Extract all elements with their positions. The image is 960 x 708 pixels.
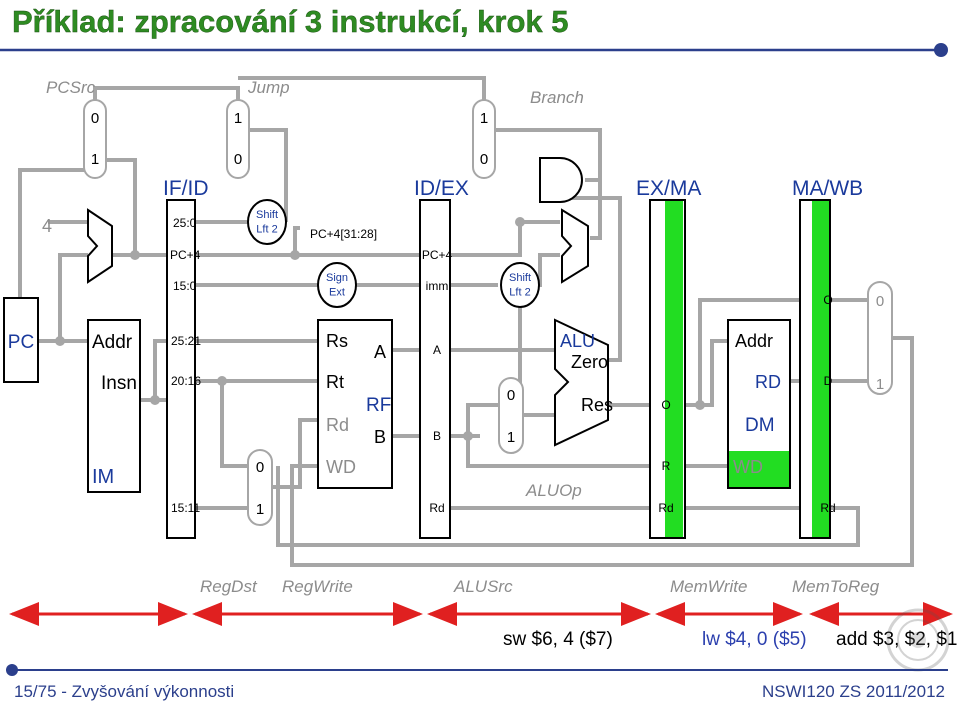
if-id-field: 15:11 [171, 501, 200, 515]
id-ex-register [419, 199, 451, 539]
mux-memtoreg-1: 1 [876, 376, 884, 393]
signal-regwrite: RegWrite [282, 577, 353, 596]
id-ex-field: Rd [429, 501, 444, 515]
ex-ma-active-bar [665, 201, 683, 537]
title-underline [0, 43, 948, 57]
if-id-field: 20:16 [171, 374, 201, 388]
im-insn: Insn [101, 373, 137, 394]
mux-memtoreg-0: 0 [876, 293, 884, 310]
signal-branch: Branch [530, 88, 584, 107]
signal-memtoreg: MemToReg [792, 577, 880, 596]
mux-alusrc: 0 1 [498, 377, 524, 454]
mux-regdst-1: 1 [256, 501, 264, 518]
rf-rd: Rd [326, 415, 349, 435]
rf-name: RF [366, 395, 391, 416]
signal-aluop: ALUOp [525, 481, 582, 500]
pc-register: PC [3, 297, 39, 383]
branch-adder [561, 208, 589, 284]
university-seal-icon [886, 608, 950, 672]
rf-a: A [374, 342, 386, 362]
data-memory: Addr RD DM WD [727, 319, 791, 489]
id-ex-field: A [433, 343, 441, 357]
mux-jump-0: 0 [234, 151, 242, 168]
signal-memwrite: MemWrite [670, 577, 747, 596]
pc-adder [87, 208, 113, 284]
stage-ma-wb: MA/WB [792, 177, 863, 200]
mux-alusrc-0: 0 [507, 387, 515, 404]
constant-four: 4 [42, 216, 52, 236]
datapath-wires [18, 76, 914, 567]
alu: ALU Zero Res [554, 318, 613, 447]
mux-regdst: 0 1 [247, 449, 273, 526]
mux-pcsrc-1: 1 [91, 151, 99, 168]
dm-rd: RD [755, 372, 781, 392]
stage-ex-ma: EX/MA [636, 177, 701, 200]
signal-pcsrc: PCSrc [46, 78, 96, 97]
signal-jump: Jump [247, 78, 290, 97]
im-name: IM [92, 466, 114, 488]
instruction-ex: sw $6, 4 ($7) [503, 629, 613, 650]
rf-wd: WD [326, 457, 356, 477]
mux-branch-1: 1 [480, 110, 488, 127]
id-ex-field: B [433, 429, 441, 443]
pc-high-label: PC+4[31:28] [310, 227, 377, 241]
ma-wb-field: D [824, 374, 833, 388]
ma-wb-field: Rd [820, 501, 835, 515]
slide-title: Příklad: zpracování 3 instrukcí, krok 5 [12, 4, 569, 39]
instruction-ma: lw $4, 0 ($5) [702, 629, 807, 650]
signal-regdst: RegDst [200, 577, 258, 596]
mux-alusrc-1: 1 [507, 429, 515, 446]
if-id-register [166, 199, 196, 539]
ma-wb-active-bar [812, 201, 829, 537]
wire-junctions [55, 217, 705, 441]
dm-addr: Addr [735, 331, 773, 351]
if-id-field: 25:21 [171, 334, 201, 348]
mux-jump: 1 0 [226, 99, 250, 179]
alu-res: Res [581, 395, 613, 415]
footer-right: NSWI120 ZS 2011/2012 [762, 682, 945, 701]
pc-label: PC [8, 332, 34, 353]
ex-ma-field: R [662, 459, 671, 473]
alu-zero: Zero [571, 352, 608, 372]
mux-pcsrc-0: 0 [91, 110, 99, 127]
footer-left: 15/75 - Zvyšování výkonnosti [14, 682, 234, 701]
stage-id-ex: ID/EX [414, 177, 469, 200]
mux-memtoreg: 0 1 [867, 281, 893, 395]
im-addr: Addr [92, 332, 133, 353]
id-ex-field: PC+4 [422, 248, 453, 262]
mux-pcsrc: 0 1 [83, 99, 107, 179]
ex-ma-field: Rd [658, 501, 673, 515]
branch-and-gate [539, 157, 583, 203]
register-file: Rs Rt Rd WD A B RF [317, 319, 393, 489]
ex-ma-field: O [661, 398, 670, 412]
if-id-field: 25:0 [173, 216, 197, 230]
footer-rule [6, 664, 948, 676]
rf-rs: Rs [326, 331, 348, 351]
rf-b: B [374, 427, 386, 447]
rf-rt: Rt [326, 372, 344, 392]
stage-if-id: IF/ID [163, 177, 209, 200]
signal-alusrc: ALUSrc [453, 577, 513, 596]
if-id-field: 15:0 [173, 279, 197, 293]
instruction-wb: add $3, $2, $1 [836, 629, 958, 650]
mux-regdst-0: 0 [256, 459, 264, 476]
mux-branch: 1 0 [472, 99, 496, 179]
alu-name: ALU [560, 331, 595, 351]
dm-name: DM [745, 415, 775, 436]
instruction-memory: Addr Insn IM [87, 319, 141, 493]
mux-branch-0: 0 [480, 151, 488, 168]
dm-wd: WD [733, 457, 763, 477]
ma-wb-field: O [823, 293, 832, 307]
id-ex-field: imm [426, 279, 449, 293]
mux-jump-1: 1 [234, 110, 242, 127]
if-id-field: PC+4 [170, 248, 201, 262]
